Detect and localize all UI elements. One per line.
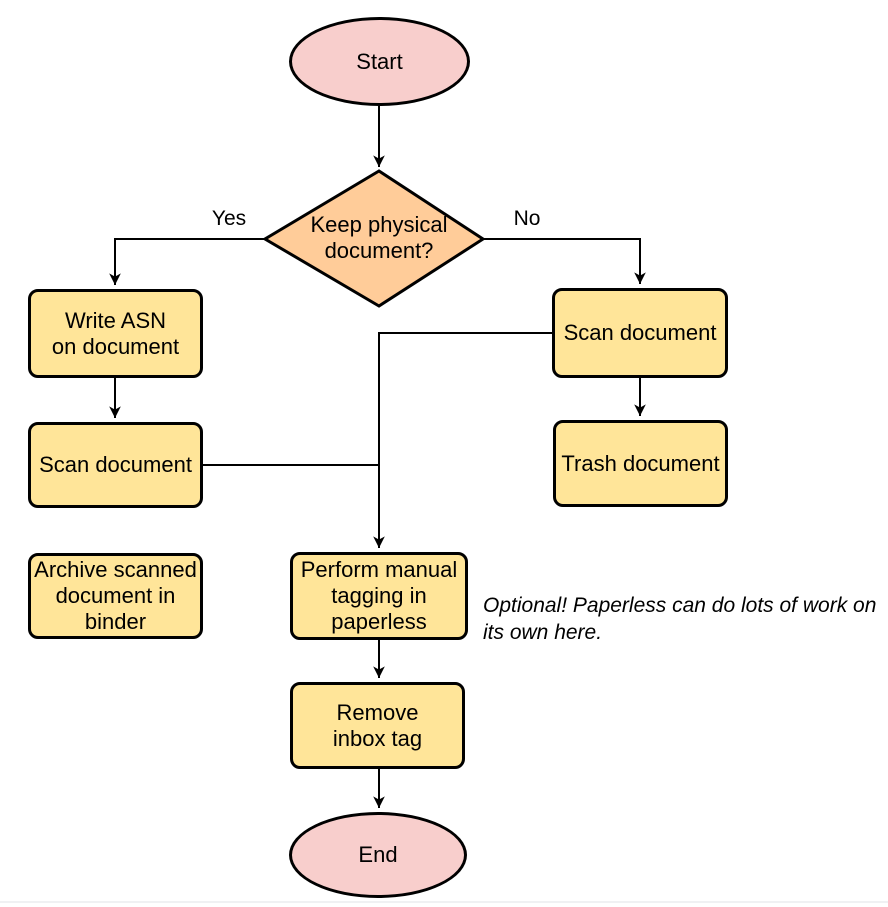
node-start: Start — [289, 17, 470, 106]
bottom-divider — [0, 901, 888, 903]
node-scan-document-left: Scan document — [28, 422, 203, 508]
node-end: End — [289, 812, 467, 898]
decision-diamond-shape — [262, 169, 486, 308]
node-scan-document-right: Scan document — [552, 288, 728, 378]
annotation-optional-note: Optional! Paperless can do lots of work … — [483, 592, 888, 646]
node-trash-document: Trash document — [553, 420, 728, 507]
edge-label-yes: Yes — [211, 207, 247, 230]
edge-decision-write-asn — [109, 238, 266, 285]
edge-decision-scan-right — [482, 238, 646, 284]
edge-label-no: No — [513, 207, 541, 230]
annotation-line-1: Optional! Paperless can do lots of work … — [483, 594, 877, 617]
annotation-line-2: its own here. — [483, 621, 603, 644]
edge-scan-right-tagging — [373, 332, 552, 548]
